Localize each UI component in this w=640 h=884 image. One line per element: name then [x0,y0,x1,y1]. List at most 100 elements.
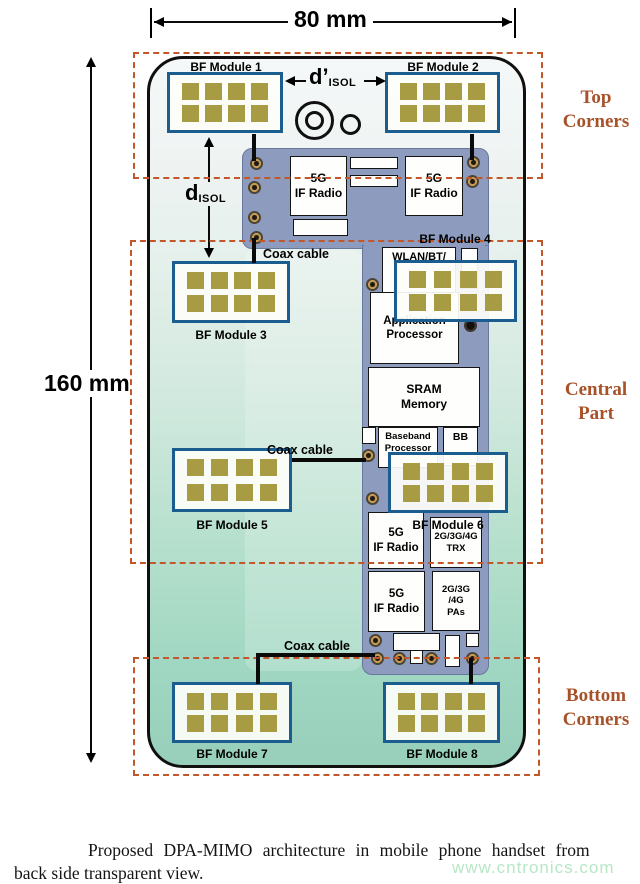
d-isol-label: dISOL [185,180,226,206]
antenna-patch-icon [475,485,493,502]
antenna-row [409,294,502,311]
antenna-patch-icon [211,693,229,710]
antenna-patch-icon [205,83,222,100]
coax-cable-label-top: Coax cable [263,247,330,261]
antenna-patch-icon [421,715,439,732]
antenna-patch-icon [257,295,275,312]
antenna-patch-icon [427,485,445,502]
d-isol-prime-label: d’ISOL [309,64,356,90]
chip-5g-if-radio-top-right: 5G IF Radio [405,156,463,216]
antenna-patch-icon [421,693,439,710]
antenna-patch-icon [427,463,445,480]
antenna-patch-icon [259,715,277,732]
antenna-row [403,463,493,480]
antenna-patch-icon [211,484,229,501]
antenna-patch-icon [451,463,469,480]
antenna-patch-icon [398,715,415,732]
coax-connector-icon [248,181,261,194]
bf-module-7-label: BF Module 7 [196,747,268,761]
bf-module-4-antenna-array [394,260,517,322]
antenna-patch-icon [422,83,440,100]
antenna-row [400,83,485,100]
antenna-patch-icon [409,294,426,311]
antenna-patch-icon [228,105,245,122]
d-isol-sub: ISOL [198,193,227,205]
antenna-patch-icon [422,105,440,122]
d-isol-arrow-down [204,248,214,258]
antenna-patch-icon [467,693,485,710]
antenna-patch-icon [228,83,245,100]
antenna-row [403,485,493,502]
antenna-patch-icon [211,459,229,476]
antenna-patch-icon [211,715,229,732]
antenna-patch-icon [210,295,228,312]
antenna-patch-icon [444,715,462,732]
antenna-patch-icon [403,463,420,480]
antenna-patch-icon [434,271,452,288]
camera-inner-ring-icon [305,111,324,130]
antenna-row [187,459,277,476]
coax-cable-bf2 [470,134,474,160]
dim-height-arrow-top [86,57,96,67]
watermark-text: www.cntronics.com [452,858,615,877]
dim-width-right-tick [514,8,516,38]
dim-width-arrow-left [154,17,164,27]
coax-cable-bf5 [292,458,366,462]
d-isol-line-bottom [208,206,210,248]
figure-caption-line2: back side transparent view. [14,863,204,883]
antenna-patch-icon [467,105,485,122]
chip-5g-if-radio-bottom: 5G IF Radio [368,571,425,632]
d-isol-main: d [185,180,199,205]
antenna-patch-icon [403,485,420,502]
antenna-patch-icon [451,485,469,502]
chip-2g3g4g-trx: 2G/3G/4G TRX [430,517,482,568]
coax-cable-bf8 [469,658,473,684]
bf-module-2-label: BF Module 2 [407,60,479,74]
bf-module-1-label: BF Module 1 [190,60,262,74]
chip-5g-if-radio-top-left: 5G IF Radio [290,156,347,216]
antenna-patch-icon [459,271,477,288]
antenna-row [398,693,485,710]
coax-connector-dark-icon [464,319,477,332]
bottom-corners-label: Bottom Corners [562,685,630,731]
antenna-row [187,693,277,710]
pcb-small-component [445,635,460,667]
antenna-patch-icon [467,83,485,100]
antenna-patch-icon [459,294,477,311]
dim-height-arrow-bottom [86,753,96,763]
antenna-patch-icon [445,83,463,100]
antenna-patch-icon [235,715,253,732]
antenna-patch-icon [251,105,268,122]
antenna-row [187,295,275,312]
chip-2g3g4g-pas: 2G/3G /4G PAs [432,571,480,631]
antenna-patch-icon [187,693,204,710]
dim-width-left-tick [150,8,152,38]
antenna-patch-icon [445,105,463,122]
bf-module-3-label: BF Module 3 [195,328,267,342]
camera-outer-ring-icon [295,101,334,140]
top-corners-label: Top Corners [562,87,630,133]
bottom-corners-region-box [133,657,540,776]
antenna-patch-icon [235,693,253,710]
central-part-label: Central Part [564,379,628,425]
central-part-region-box [130,240,543,564]
d-isol-prime-sub: ISOL [328,77,357,89]
d-isol-prime-line-right [364,80,376,82]
antenna-patch-icon [409,271,426,288]
top-corners-region-box [133,52,543,179]
antenna-row [398,715,485,732]
coax-connector-icon [366,278,379,291]
d-isol-arrow-up [204,137,214,147]
pcb-small-component [393,633,440,651]
antenna-patch-icon [484,271,502,288]
antenna-row [187,272,275,289]
antenna-patch-icon [234,295,252,312]
antenna-patch-icon [475,463,493,480]
dim-width-arrow-right [502,17,512,27]
antenna-row [409,271,502,288]
antenna-patch-icon [210,272,228,289]
bf-module-7-antenna-array [172,682,292,743]
dim-width-label: 80 mm [288,6,373,33]
coax-connector-icon [366,492,379,505]
pcb-small-component [466,633,479,647]
